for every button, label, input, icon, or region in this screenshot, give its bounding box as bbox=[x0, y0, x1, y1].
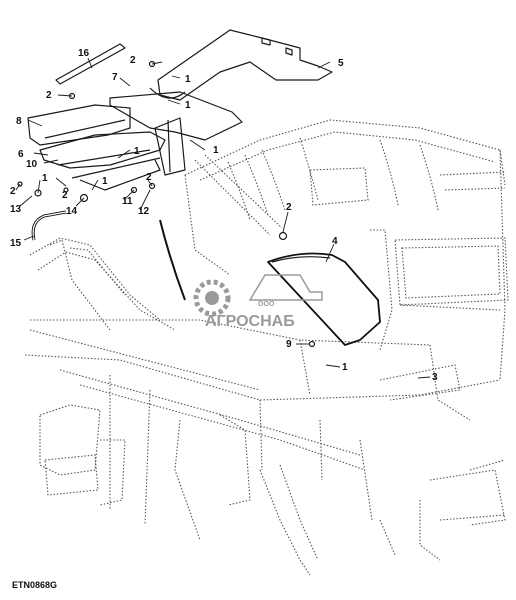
callout-7: 7 bbox=[112, 72, 118, 83]
machine-frame bbox=[24, 119, 509, 576]
callout-11: 11 bbox=[122, 196, 133, 207]
watermark-company-form: ООО bbox=[258, 301, 275, 308]
callout-9: 9 bbox=[286, 339, 292, 350]
part-5-upper-shield bbox=[157, 29, 333, 101]
part-7-center-plate bbox=[109, 91, 243, 141]
watermark-logo: ООО АГРОСНАБ bbox=[193, 274, 323, 330]
callout-2f: 2 bbox=[286, 202, 292, 213]
figure-code: ETN0868G bbox=[12, 580, 58, 590]
exploded-parts bbox=[17, 29, 381, 348]
callout-1: 1 bbox=[185, 74, 191, 85]
callout-2b: 2 bbox=[46, 90, 52, 101]
callout-8: 8 bbox=[16, 116, 22, 127]
callout-1b: 1 bbox=[185, 100, 191, 111]
callout-2c: 2 bbox=[146, 172, 152, 183]
callout-2d: 2 bbox=[10, 186, 16, 197]
callout-14: 14 bbox=[66, 206, 78, 217]
callout-10: 10 bbox=[26, 159, 38, 170]
callout-3: 3 bbox=[432, 372, 438, 383]
callout-5: 5 bbox=[338, 58, 344, 69]
callout-1d: 1 bbox=[134, 146, 140, 157]
callout-15: 15 bbox=[10, 238, 22, 249]
part-8-side-plate bbox=[27, 104, 131, 146]
callout-1c: 1 bbox=[213, 145, 219, 156]
callout-6: 6 bbox=[18, 149, 24, 160]
watermark-brand: АГРОСНАБ bbox=[205, 313, 295, 330]
callout-2e: 2 bbox=[62, 190, 68, 201]
callout-1g: 1 bbox=[342, 362, 348, 373]
callout-2: 2 bbox=[130, 55, 136, 66]
callout-4: 4 bbox=[332, 236, 338, 247]
callout-labels: 16 2 1 7 5 2 1 8 1 6 10 1 2 1 2 1 13 14 … bbox=[10, 48, 438, 383]
callout-1e: 1 bbox=[42, 173, 48, 184]
callout-13: 13 bbox=[10, 204, 22, 215]
callout-12: 12 bbox=[138, 206, 150, 217]
part-6-lower-plate bbox=[39, 131, 166, 169]
part-16-strip bbox=[55, 43, 126, 85]
callout-16: 16 bbox=[78, 48, 90, 59]
part-4-seal bbox=[267, 252, 381, 346]
part-15-hose bbox=[31, 210, 67, 241]
leader-lines bbox=[15, 57, 431, 379]
callout-1f: 1 bbox=[102, 176, 108, 187]
